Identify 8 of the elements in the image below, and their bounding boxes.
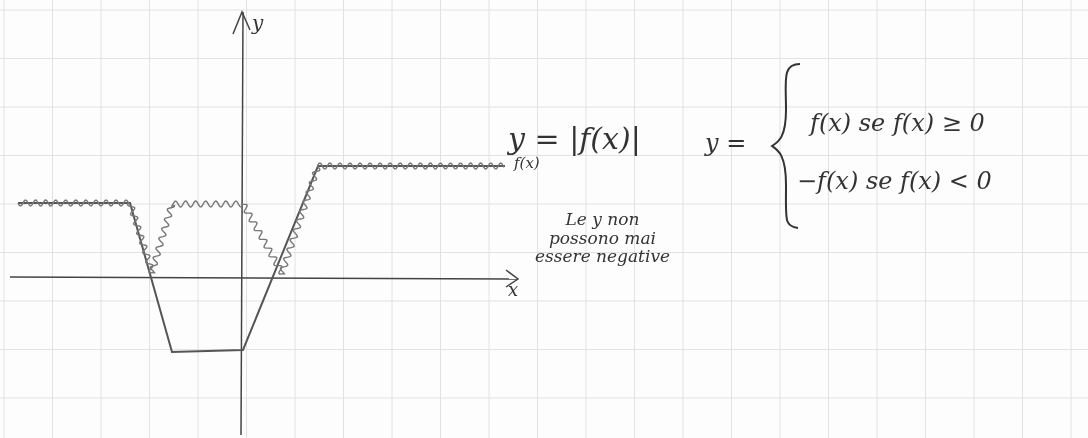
curve-label: f(x): [514, 155, 540, 172]
equation: f(x) se f(x) ≥ 0: [810, 110, 985, 137]
axis-label: y: [252, 12, 264, 34]
equation: −f(x) se f(x) < 0: [797, 168, 992, 195]
equation: y = |f(x)|: [508, 122, 641, 155]
note: Le y non possono mai essere negative: [533, 210, 672, 267]
axis-label: x: [508, 280, 519, 300]
equation: y =: [705, 130, 747, 157]
